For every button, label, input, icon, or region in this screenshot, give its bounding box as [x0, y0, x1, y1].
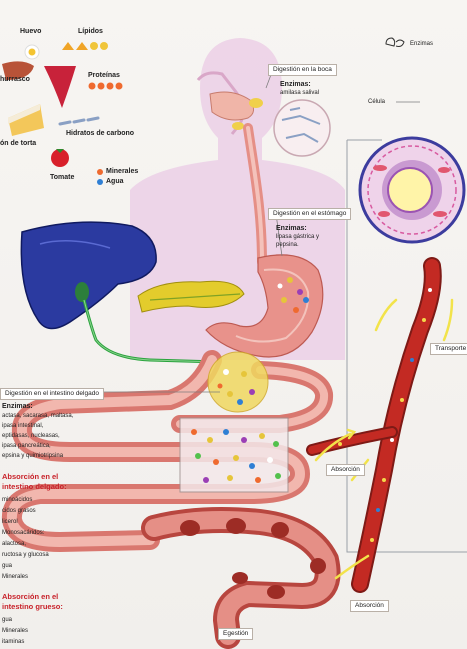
egestion-label: Egestión: [223, 630, 248, 637]
protein-chain: [89, 83, 123, 90]
si-absorption-line-1: minoácidos: [2, 496, 32, 504]
stomach-title: Digestión en el estómago: [273, 210, 346, 217]
li-absorption-line-1: gua: [2, 616, 12, 624]
si-absorption-line-4: Monosacáridos:: [2, 529, 44, 537]
si-enzyme-line-3: eptidasas, nucleasas,: [2, 432, 60, 440]
water-dot-icon: [97, 179, 103, 185]
absorption-label-1-box: Absorción: [326, 464, 365, 476]
li-absorption-heading-1: Absorción en el: [2, 592, 58, 601]
salivary-gland-icon: [249, 98, 263, 108]
absorption-label-1: Absorción: [331, 466, 360, 473]
legend-foods: [2, 42, 123, 185]
li-absorption-line-3: itaminas: [2, 638, 24, 646]
legend-agua: Agua: [106, 178, 124, 185]
si-enzymes-heading: Enzimas:: [2, 402, 33, 411]
stomach-title-box: Digestión en el estómago: [268, 208, 351, 220]
si-absorption-heading-2: intestino delgado:: [2, 482, 67, 491]
mouth-enzymes-heading: Enzimas:: [280, 80, 311, 89]
enzyme-key-label: Enzimas: [410, 40, 433, 49]
cell-label: Célula: [368, 98, 385, 107]
gallbladder-icon: [75, 282, 89, 302]
legend-minerales: Minerales: [106, 168, 138, 175]
si-enzyme-line-1: actasa, sacarasa, maltasa,: [2, 412, 73, 420]
mouth-title-box: Digestión en la boca: [268, 64, 337, 76]
carb-chain: [60, 118, 98, 124]
legend-tomate: Tomate: [50, 174, 74, 181]
si-absorption-line-2: cidos grasos: [2, 507, 36, 515]
si-absorption-heading-1: Absorción en el: [2, 472, 58, 481]
transport-label-box: Transporte: [430, 343, 467, 355]
mouth-title: Digestión en la boca: [273, 66, 332, 73]
absorption-label-2: Absorción: [355, 602, 384, 609]
mineral-dot-icon: [97, 169, 103, 175]
si-enzyme-line-5: epsina y quimiotripsina: [2, 452, 63, 460]
li-absorption-heading-2: intestino grueso:: [2, 602, 63, 611]
mouth-magnifier: [274, 100, 330, 156]
si-absorption-line-5: alactosa,: [2, 540, 26, 548]
mouth-enzymes: amilasa salival: [280, 89, 319, 97]
legend-huevo: Huevo: [20, 28, 41, 35]
legend-torta: ón de torta: [0, 140, 36, 147]
si-absorption-line-8: Minerales: [2, 573, 28, 581]
si-title: Digestión en el intestino delgado: [5, 390, 99, 397]
si-enzyme-line-4: ipasa pancreática,: [2, 442, 51, 450]
transport-label: Transporte: [435, 345, 466, 352]
nucleus: [388, 168, 432, 212]
cell-icon: [360, 138, 464, 242]
large-intestine: [154, 518, 328, 636]
li-absorption-line-2: Minerales: [2, 627, 28, 635]
si-enzyme-line-2: ipasa intestinal,: [2, 422, 43, 430]
si-absorption-line-7: gua: [2, 562, 12, 570]
si-absorption-line-6: ructosa y glucosa: [2, 551, 49, 559]
legend-hidratos: Hidratos de carbono: [66, 130, 134, 137]
stomach-enzymes-heading: Enzimas:: [276, 224, 307, 233]
salivary-gland-lower-icon: [232, 122, 244, 130]
si-absorption-line-3: licerol: [2, 518, 18, 526]
si-title-box: Digestión en el intestino delgado: [0, 388, 104, 400]
stomach-enzyme-line-2: pepsina.: [276, 241, 299, 249]
legend-proteinas: Proteínas: [88, 72, 120, 79]
legend-churrasco: hurrasco: [0, 76, 30, 83]
enzyme-key-icon: [386, 38, 404, 47]
lipid-molecules: [62, 42, 108, 50]
legend-lipidos: Lípidos: [78, 28, 103, 35]
muscle-icon: [44, 66, 76, 108]
stomach-enzyme-line-1: lipasa gástrica y: [276, 233, 319, 241]
absorption-label-2-box: Absorción: [350, 600, 389, 612]
egestion-label-box: Egestión: [218, 628, 253, 640]
